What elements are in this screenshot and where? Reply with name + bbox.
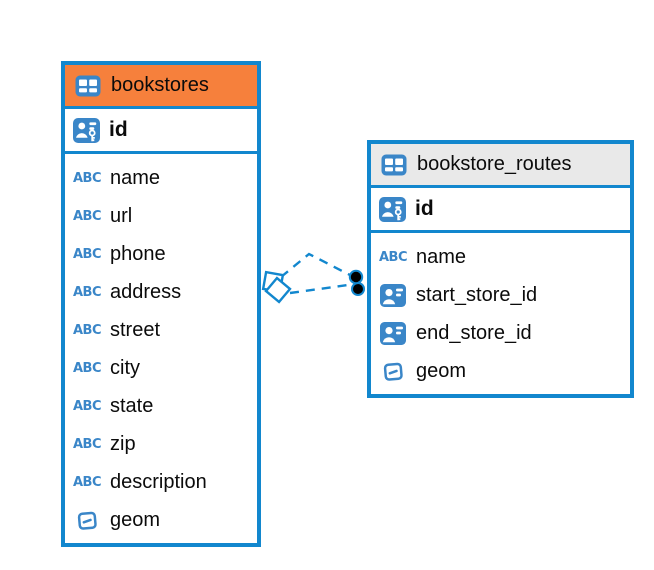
- table-bookstores-header[interactable]: bookstores: [65, 65, 257, 109]
- reference-type-icon: [378, 284, 408, 307]
- column-name: id: [109, 118, 128, 141]
- circle-marker[interactable]: [348, 269, 365, 296]
- column-row[interactable]: ABC name: [65, 159, 257, 197]
- text-type-icon: ABC: [72, 360, 102, 376]
- text-type-icon: ABC: [72, 246, 102, 262]
- column-name: zip: [110, 432, 136, 455]
- text-type-icon: ABC: [378, 249, 408, 265]
- column-row[interactable]: ABC phone: [65, 235, 257, 273]
- column-name: name: [110, 166, 161, 189]
- relationship-line-1[interactable]: [280, 252, 351, 278]
- table-title: bookstores: [111, 74, 209, 96]
- text-type-icon: ABC: [72, 284, 102, 300]
- column-name: phone: [110, 242, 166, 265]
- relationship-line-2[interactable]: [289, 283, 349, 295]
- column-row[interactable]: ABC name: [371, 238, 630, 276]
- column-name: end_store_id: [416, 321, 532, 344]
- text-type-icon: ABC: [72, 474, 102, 490]
- table-bookstores[interactable]: bookstores id ABC name ABC url ABC phone…: [61, 61, 261, 547]
- column-name: id: [415, 197, 434, 220]
- relationship-lines[interactable]: [280, 252, 351, 295]
- geometry-type-icon: [72, 510, 102, 531]
- column-row[interactable]: ABC city: [65, 349, 257, 387]
- column-name: state: [110, 394, 154, 417]
- column-name: description: [110, 470, 207, 493]
- column-row[interactable]: end_store_id: [371, 314, 630, 352]
- column-row[interactable]: ABC description: [65, 463, 257, 501]
- column-row[interactable]: ABC zip: [65, 425, 257, 463]
- column-row[interactable]: ABC state: [65, 387, 257, 425]
- diamond-marker[interactable]: [261, 270, 292, 304]
- reference-type-icon: [378, 322, 408, 345]
- primary-key-icon: [377, 197, 407, 222]
- column-row[interactable]: ABC address: [65, 273, 257, 311]
- column-name: address: [110, 280, 182, 303]
- text-type-icon: ABC: [72, 322, 102, 338]
- column-row[interactable]: start_store_id: [371, 276, 630, 314]
- table-bookstore-routes[interactable]: bookstore_routes id ABC name start_store…: [367, 140, 634, 398]
- primary-key-icon: [71, 118, 101, 143]
- column-name: url: [110, 204, 133, 227]
- table-icon: [73, 75, 103, 97]
- table-icon: [379, 154, 409, 176]
- column-name: geom: [110, 508, 161, 531]
- column-name: geom: [416, 359, 467, 382]
- column-row[interactable]: geom: [65, 501, 257, 539]
- column-row[interactable]: ABC street: [65, 311, 257, 349]
- column-row[interactable]: geom: [371, 352, 630, 390]
- column-list: ABC name ABC url ABC phone ABC address A…: [65, 154, 257, 544]
- text-type-icon: ABC: [72, 398, 102, 414]
- column-row-id[interactable]: id: [371, 188, 630, 233]
- table-bookstore-routes-header[interactable]: bookstore_routes: [371, 144, 630, 188]
- text-type-icon: ABC: [72, 436, 102, 452]
- column-list: ABC name start_store_id end_store_id ge: [371, 233, 630, 395]
- column-name: start_store_id: [416, 283, 538, 306]
- geometry-type-icon: [378, 361, 408, 382]
- column-row-id[interactable]: id: [65, 109, 257, 154]
- text-type-icon: ABC: [72, 208, 102, 224]
- column-name: name: [416, 245, 467, 268]
- column-row[interactable]: ABC url: [65, 197, 257, 235]
- column-name: city: [110, 356, 140, 379]
- table-title: bookstore_routes: [417, 153, 572, 175]
- column-name: street: [110, 318, 161, 341]
- text-type-icon: ABC: [72, 170, 102, 186]
